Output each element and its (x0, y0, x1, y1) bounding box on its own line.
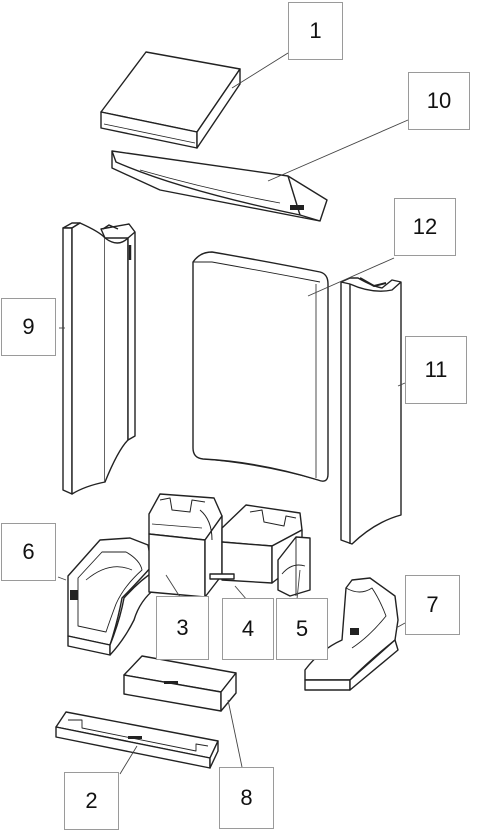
part-6-left-base-tub (67, 537, 157, 656)
callout-4: 4 (222, 598, 274, 660)
callout-7: 7 (405, 575, 460, 635)
callout-5-label: 5 (295, 616, 309, 641)
part-9-left-side-panel (62, 222, 136, 495)
callout-9: 9 (1, 298, 56, 356)
part-3-left-center-block (148, 493, 223, 598)
callout-8: 8 (219, 767, 274, 829)
callout-6: 6 (1, 523, 56, 581)
callout-9-label: 9 (22, 314, 35, 339)
callout-12: 12 (394, 198, 456, 256)
callout-10: 10 (408, 72, 470, 130)
leader-lines (57, 52, 409, 775)
callout-6-label: 6 (22, 539, 35, 564)
part-5-back-base-shelf (277, 536, 311, 597)
part-2-front-floor-bar (55, 711, 219, 769)
callout-12-label: 12 (412, 214, 438, 239)
callout-4-label: 4 (241, 616, 255, 641)
callout-5: 5 (276, 598, 328, 660)
callout-1: 1 (288, 2, 343, 60)
part-11-right-side-panel (340, 277, 402, 545)
callout-3-label: 3 (176, 615, 189, 640)
callout-11: 11 (405, 336, 467, 404)
part-8-front-floor-block (123, 655, 237, 712)
callout-3: 3 (156, 596, 209, 660)
part-12-back-panel (192, 251, 329, 482)
callout-2: 2 (64, 772, 119, 830)
callout-10-label: 10 (426, 88, 452, 113)
callout-2-label: 2 (85, 788, 98, 813)
part-1-top-slab (100, 51, 241, 149)
part-10-baffle-plate (111, 150, 328, 222)
callout-8-label: 8 (240, 785, 253, 810)
callout-7-label: 7 (426, 592, 439, 617)
callout-1-label: 1 (309, 18, 322, 43)
callout-11-label: 11 (424, 357, 448, 382)
part-7-right-base-tub (304, 577, 399, 691)
